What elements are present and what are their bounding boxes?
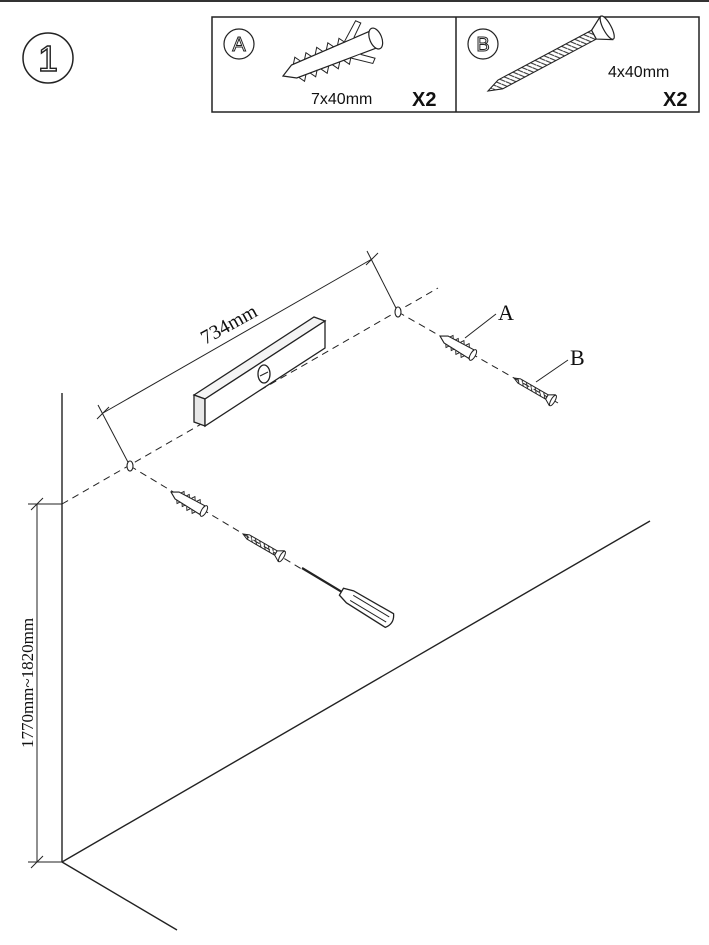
height-dimension (28, 497, 62, 869)
floor-back-line (61, 520, 651, 863)
right-screw (512, 377, 557, 407)
callout-b-leader (535, 359, 569, 383)
screwdriver-icon (301, 567, 395, 629)
right-insertion-axis (397, 311, 559, 404)
floor-side-line (61, 861, 178, 931)
parts-box: A 7x40mm X2 B 4x40mm X2 (211, 15, 700, 113)
part-a-badge (223, 28, 255, 60)
part-b-quantity: X2 (663, 89, 687, 111)
callout-a-leader (464, 313, 497, 339)
wall-bracket (192, 316, 327, 428)
right-anchor (439, 334, 478, 361)
part-b-size: 4x40mm (608, 64, 669, 81)
part-b-badge (467, 28, 499, 60)
left-screw (241, 533, 286, 563)
part-b-letter: B (476, 34, 489, 56)
step-number: 1 (38, 38, 58, 79)
part-a-size: 7x40mm (311, 91, 372, 108)
step-number-badge: 1 (22, 32, 74, 84)
span-dimension (96, 250, 399, 467)
drill-hole-left (126, 460, 134, 472)
room-outline (61, 393, 651, 931)
part-b: B 4x40mm X2 (467, 15, 687, 111)
top-rule (0, 0, 709, 2)
span-label: 734mm (197, 300, 262, 349)
left-anchor (170, 490, 209, 517)
callout-b: B (570, 345, 585, 370)
part-a: A 7x40mm X2 (223, 20, 436, 111)
drill-hole-right (394, 306, 402, 318)
part-a-letter: A (232, 34, 246, 56)
step-circle (22, 32, 74, 84)
height-range-label: 1770mm~1820mm (18, 618, 37, 748)
callout-a: A (498, 300, 514, 325)
wall-anchor-icon (281, 20, 384, 83)
screw-icon (486, 15, 615, 92)
part-a-quantity: X2 (412, 89, 436, 111)
